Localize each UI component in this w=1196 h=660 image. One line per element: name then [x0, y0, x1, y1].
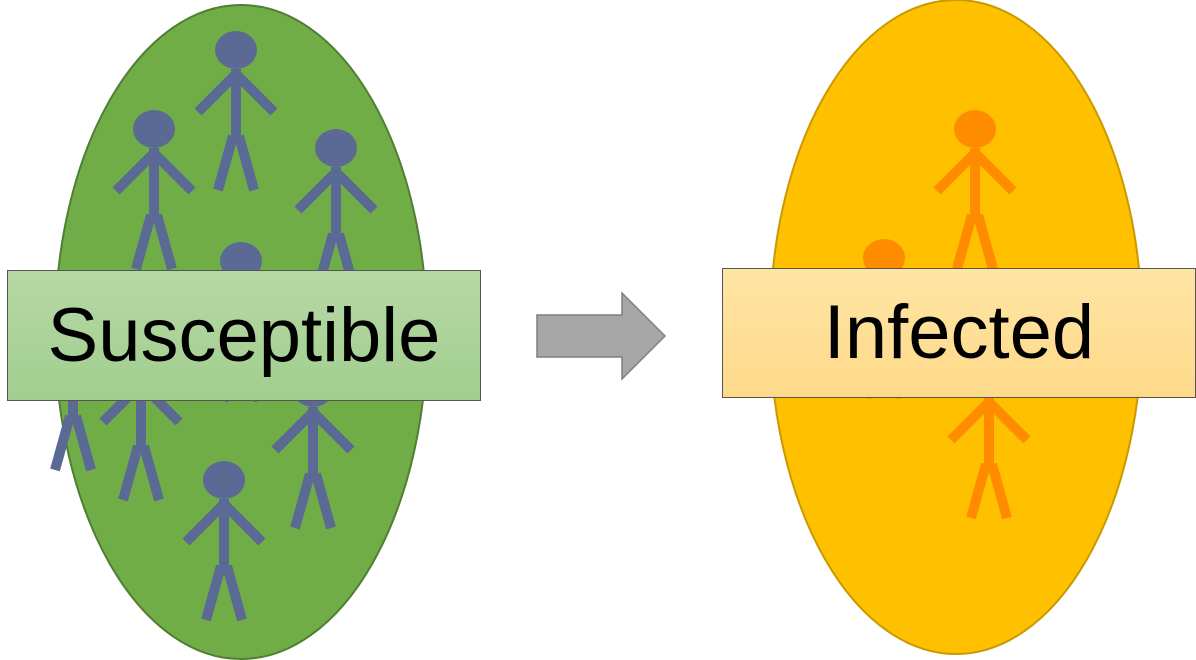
- person-icon: [194, 31, 278, 192]
- infected-label-box: Infected: [722, 268, 1196, 398]
- right-arrow-icon: [536, 291, 667, 381]
- person-icon: [182, 461, 266, 622]
- susceptible-label-box: Susceptible: [7, 270, 481, 401]
- person-icon: [933, 110, 1017, 271]
- person-icon: [112, 110, 196, 271]
- susceptible-label: Susceptible: [47, 292, 441, 378]
- infected-label: Infected: [823, 290, 1095, 375]
